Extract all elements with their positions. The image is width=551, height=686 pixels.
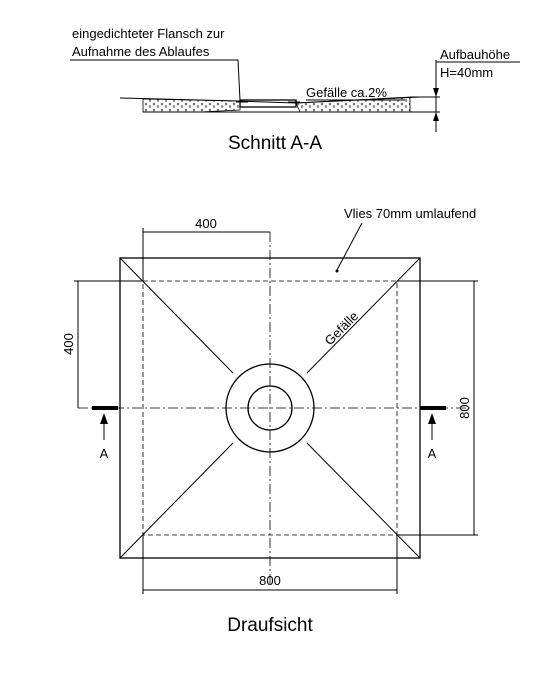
height-label: Aufbauhöhe <box>440 47 510 62</box>
flange-note-line1: eingedichteter Flansch zur <box>72 26 225 41</box>
section-screed-body <box>142 98 241 113</box>
plan-diagonal-bl <box>119 442 234 559</box>
cut-mark-right-arrow-head <box>428 413 436 424</box>
cut-mark-right: A <box>420 406 446 461</box>
flange-leader <box>70 59 241 101</box>
plan-diagonal-br <box>306 442 421 559</box>
section-view: eingedichteter Flansch zur Aufnahme des … <box>70 26 520 154</box>
dim-right-label: 800 <box>457 397 472 419</box>
height-arrow-bottom <box>433 112 439 121</box>
section-drain <box>239 99 297 108</box>
plan-view: 400 400 800 800 Vlies 70mm umlaufend Gef… <box>61 206 478 636</box>
section-slope-label: Gefälle ca.2% <box>306 85 387 100</box>
dim-left-label: 400 <box>61 333 76 355</box>
cut-mark-left-label: A <box>100 446 109 461</box>
dim-top-label: 400 <box>195 216 217 231</box>
cut-mark-left: A <box>92 406 118 461</box>
fleece-leader-dot <box>335 269 339 273</box>
cut-mark-left-arrow-head <box>100 413 108 424</box>
plan-diagonal-tl <box>119 257 234 374</box>
section-title: Schnitt A-A <box>228 133 322 154</box>
fleece-leader <box>336 222 363 271</box>
flange-note-line2: Aufnahme des Ablaufes <box>72 44 210 59</box>
plan-diagonal-tr <box>306 257 421 374</box>
height-arrow-top <box>433 88 439 97</box>
height-value: H=40mm <box>440 65 493 80</box>
plan-slope-label: Gefälle <box>322 308 362 348</box>
fleece-note: Vlies 70mm umlaufend <box>344 206 476 221</box>
cut-mark-right-label: A <box>428 446 437 461</box>
dim-bottom-label: 800 <box>259 573 281 588</box>
plan-title: Draufsicht <box>227 615 313 636</box>
